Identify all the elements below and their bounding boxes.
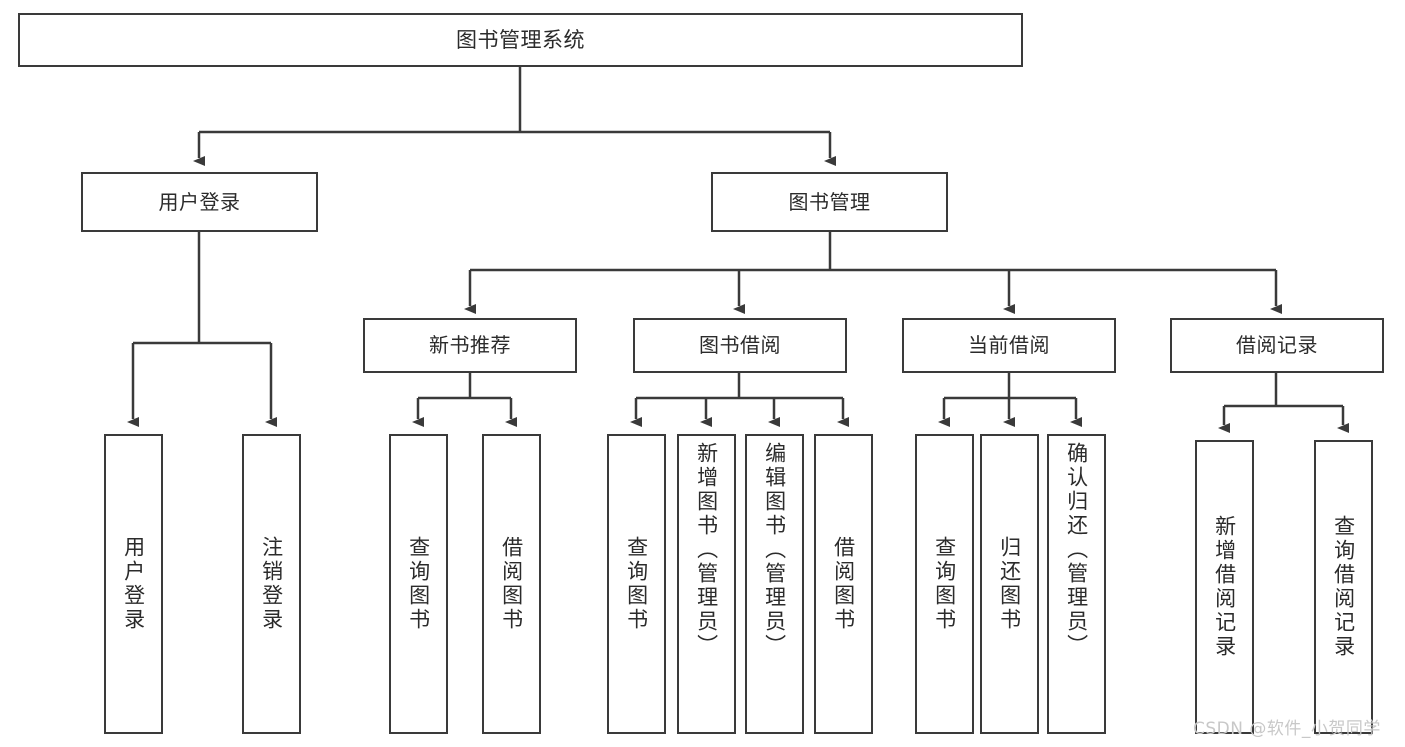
node-new-book-recommend[interactable]: 新书推荐 (363, 318, 577, 373)
node-leaf-user-login[interactable]: 用户登录 (104, 434, 163, 734)
node-user-login[interactable]: 用户登录 (81, 172, 318, 232)
node-borrow-record-label: 借阅记录 (1236, 333, 1318, 357)
node-leaf-add-book[interactable]: 新增图书（管理员） (677, 434, 736, 734)
node-leaf-borrow-book-1-label: 借阅图书 (499, 536, 524, 632)
node-book-borrow-label: 图书借阅 (699, 333, 781, 357)
node-book-borrow[interactable]: 图书借阅 (633, 318, 847, 373)
node-leaf-query-book-3-label: 查询图书 (932, 536, 957, 632)
node-root[interactable]: 图书管理系统 (18, 13, 1023, 67)
node-root-label: 图书管理系统 (456, 27, 585, 52)
node-leaf-add-record-label: 新增借阅记录 (1212, 515, 1237, 659)
node-leaf-return-book-label: 归还图书 (997, 536, 1022, 632)
node-borrow-record[interactable]: 借阅记录 (1170, 318, 1384, 373)
node-leaf-edit-book-label: 编辑图书（管理员） (762, 442, 787, 658)
node-book-management[interactable]: 图书管理 (711, 172, 948, 232)
node-leaf-add-record[interactable]: 新增借阅记录 (1195, 440, 1254, 734)
node-leaf-confirm-return-label: 确认归还（管理员） (1064, 442, 1089, 658)
node-leaf-return-book[interactable]: 归还图书 (980, 434, 1039, 734)
node-leaf-query-record-label: 查询借阅记录 (1331, 515, 1356, 659)
node-leaf-query-book-2[interactable]: 查询图书 (607, 434, 666, 734)
node-leaf-borrow-book-2[interactable]: 借阅图书 (814, 434, 873, 734)
node-leaf-add-book-label: 新增图书（管理员） (694, 442, 719, 658)
csdn-watermark: CSDN @软件_小贺同学 (1193, 719, 1381, 739)
node-book-management-label: 图书管理 (788, 189, 871, 214)
node-leaf-borrow-book-1[interactable]: 借阅图书 (482, 434, 541, 734)
node-leaf-user-login-label: 用户登录 (121, 536, 146, 632)
node-leaf-confirm-return[interactable]: 确认归还（管理员） (1047, 434, 1106, 734)
node-leaf-query-book-3[interactable]: 查询图书 (915, 434, 974, 734)
node-user-login-label: 用户登录 (158, 189, 241, 214)
node-leaf-query-book-1-label: 查询图书 (406, 536, 431, 632)
node-leaf-query-record[interactable]: 查询借阅记录 (1314, 440, 1373, 734)
node-current-borrow[interactable]: 当前借阅 (902, 318, 1116, 373)
node-leaf-query-book-2-label: 查询图书 (624, 536, 649, 632)
node-current-borrow-label: 当前借阅 (968, 333, 1050, 357)
node-leaf-borrow-book-2-label: 借阅图书 (831, 536, 856, 632)
node-leaf-query-book-1[interactable]: 查询图书 (389, 434, 448, 734)
node-leaf-edit-book[interactable]: 编辑图书（管理员） (745, 434, 804, 734)
node-leaf-logout-login-label: 注销登录 (259, 536, 284, 632)
node-leaf-logout-login[interactable]: 注销登录 (242, 434, 301, 734)
node-new-book-recommend-label: 新书推荐 (429, 333, 511, 357)
